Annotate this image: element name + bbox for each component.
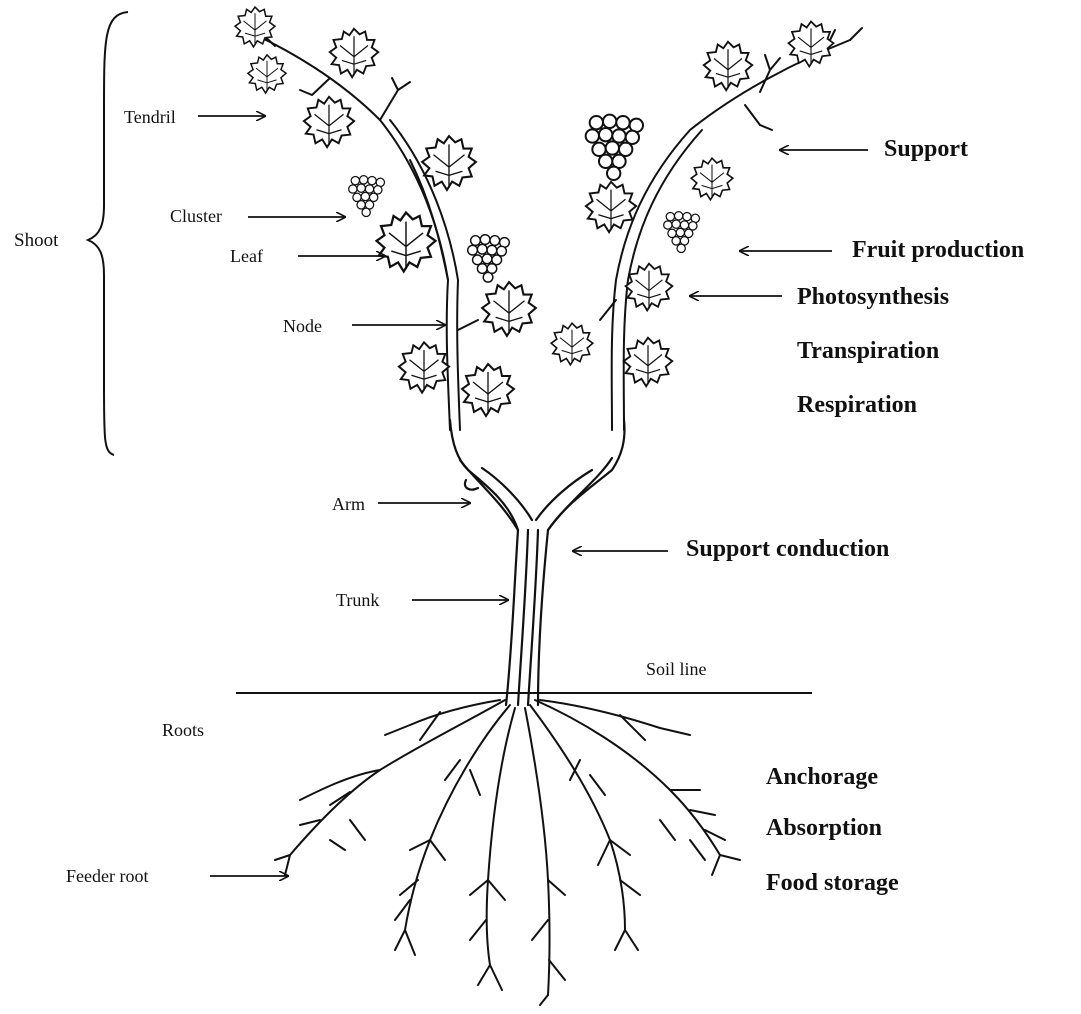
function-transpiration: Transpiration xyxy=(797,338,939,365)
label-arm: Arm xyxy=(332,494,365,515)
label-soil-line: Soil line xyxy=(646,659,707,680)
label-node: Node xyxy=(283,316,322,337)
function-respiration: Respiration xyxy=(797,392,917,419)
function-support: Support xyxy=(884,136,968,163)
trunk-and-arms xyxy=(450,420,625,705)
function-photosynthesis: Photosynthesis xyxy=(797,284,949,311)
function-anchorage: Anchorage xyxy=(766,764,878,791)
function-absorption: Absorption xyxy=(766,815,882,842)
root-system xyxy=(275,700,740,1005)
function-fruit-production: Fruit production xyxy=(852,237,1024,264)
label-feeder-root: Feeder root xyxy=(66,866,148,887)
shoot-brace xyxy=(88,12,128,455)
label-tendril: Tendril xyxy=(124,107,176,128)
function-support-conduction: Support conduction xyxy=(686,536,889,563)
function-food-storage: Food storage xyxy=(766,870,899,897)
left-leaves xyxy=(235,7,536,416)
label-leaf: Leaf xyxy=(230,246,263,267)
label-roots: Roots xyxy=(162,720,204,741)
label-shoot: Shoot xyxy=(14,230,58,252)
label-trunk: Trunk xyxy=(336,590,379,611)
label-cluster: Cluster xyxy=(170,206,222,227)
right-leaves xyxy=(551,21,833,386)
